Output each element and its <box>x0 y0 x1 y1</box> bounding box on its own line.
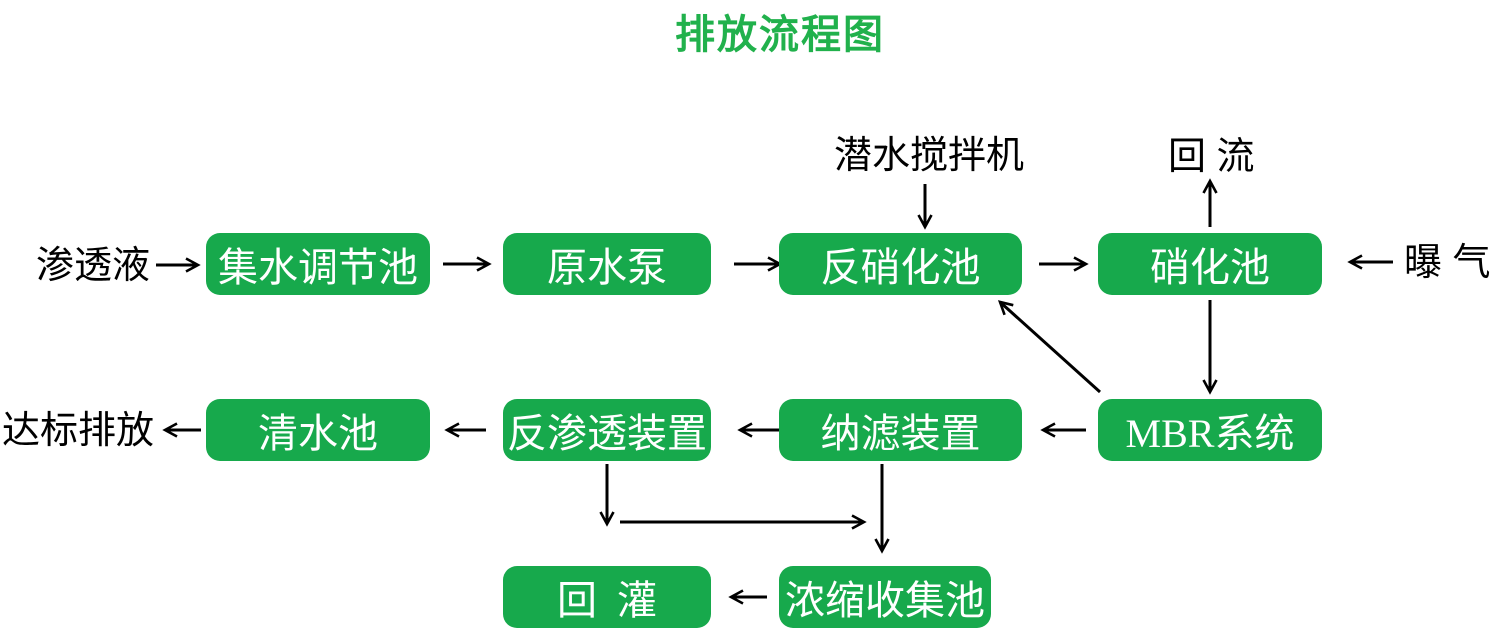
label-submersible-mixer: 潜水搅拌机 <box>834 135 1025 177</box>
node-nitrification-tank: 硝化池 <box>1098 233 1322 295</box>
page-title: 排放流程图 <box>675 13 885 57</box>
node-mbr-system: MBR系统 <box>1098 399 1322 461</box>
label-aeration: 曝 气 <box>1404 242 1491 284</box>
node-concentrate-collection-tank: 浓缩收集池 <box>779 566 991 628</box>
label-influent-permeate: 渗透液 <box>36 245 151 287</box>
arrow-mbr-system-to-denitrification-tank <box>997 300 1102 394</box>
node-raw-water-pump: 原水泵 <box>503 233 711 295</box>
node-reinjection: 回 灌 <box>503 566 711 628</box>
node-clear-water-tank: 清水池 <box>206 399 430 461</box>
label-standard-discharge: 达标排放 <box>2 410 155 452</box>
node-reverse-osmosis-unit: 反渗透装置 <box>503 399 711 461</box>
node-denitrification-tank: 反硝化池 <box>779 233 1022 295</box>
node-collection-adjustment-tank: 集水调节池 <box>206 233 430 295</box>
node-nanofiltration-unit: 纳滤装置 <box>779 399 1022 461</box>
label-reflux: 回 流 <box>1168 136 1255 178</box>
